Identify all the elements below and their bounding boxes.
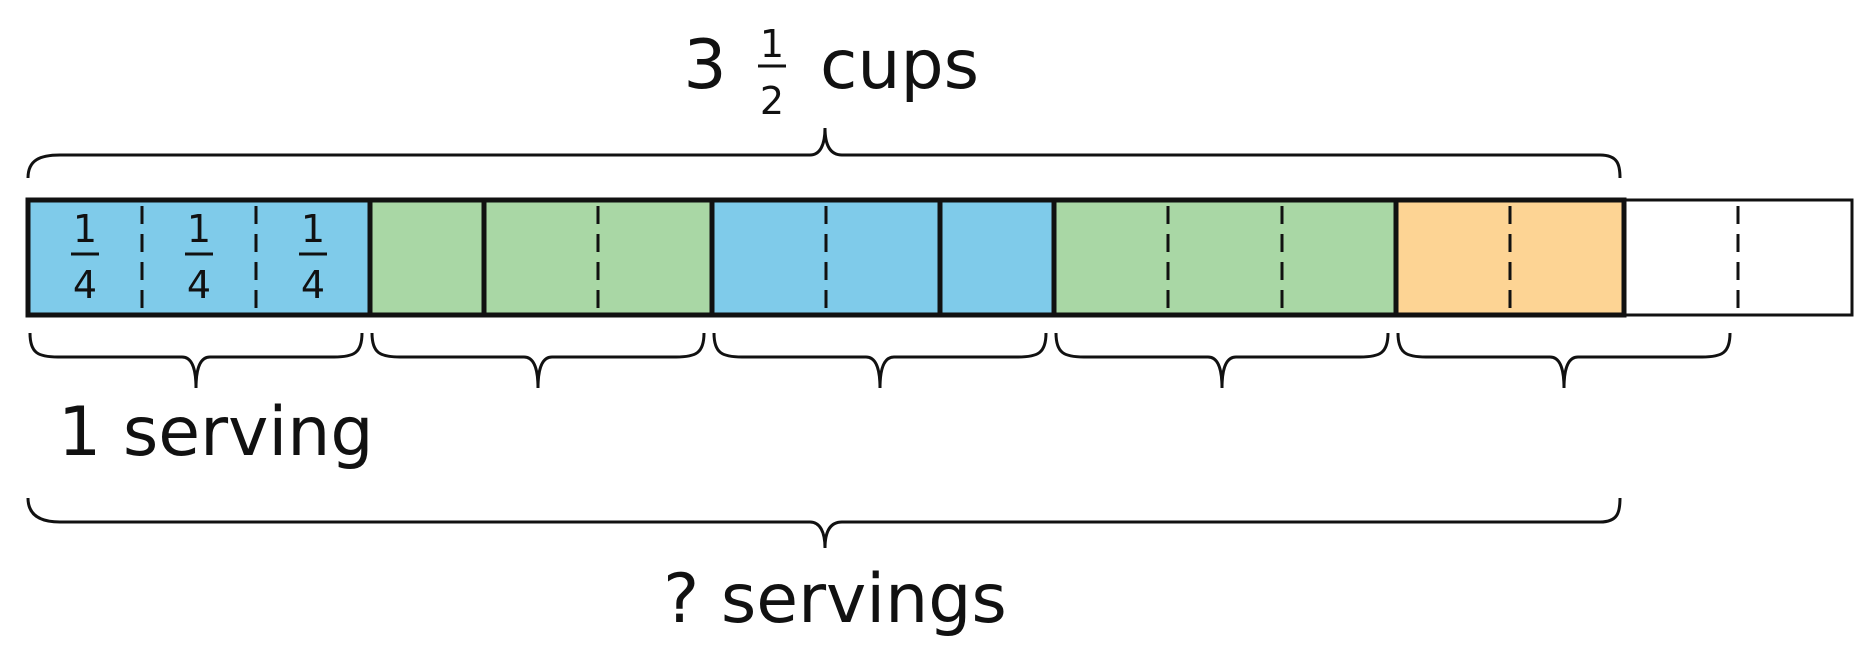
bar-cell [1510, 200, 1624, 315]
quarter-numerator: 1 [73, 207, 97, 251]
bar-cell [712, 200, 826, 315]
bar-cell [826, 200, 940, 315]
bar-cell [1168, 200, 1282, 315]
total-servings-brace [26, 497, 1622, 549]
bar-cell [256, 200, 370, 315]
serving-braces [28, 332, 1732, 389]
serving-brace [28, 332, 364, 389]
quarter-denominator: 4 [301, 263, 325, 307]
bar-cell [940, 200, 1054, 315]
total-cups-unit: cups [820, 26, 979, 105]
total-cups-label: 3 1 2 cups [683, 22, 979, 123]
serving-brace [1396, 332, 1732, 389]
bar-cell [370, 200, 484, 315]
bar-cell [598, 200, 712, 315]
quarter-numerator: 1 [187, 207, 211, 251]
one-serving-label: 1 serving [58, 393, 374, 472]
total-cups-whole: 3 [683, 26, 726, 105]
bar-cell [1624, 200, 1738, 315]
total-cups-denominator: 2 [760, 79, 784, 123]
bar-cell [1054, 200, 1168, 315]
quarter-denominator: 4 [187, 263, 211, 307]
bar-extension-outline [1622, 198, 1854, 317]
bar-cell [484, 200, 598, 315]
quarter-cup-labels: 1 4 1 4 1 4 [71, 207, 327, 307]
serving-brace [370, 332, 706, 389]
bar-cell [28, 200, 142, 315]
bar-cell [1282, 200, 1396, 315]
bar-cell [1396, 200, 1510, 315]
tape-bar [25, 197, 1854, 318]
total-cups-brace [26, 127, 1622, 179]
bar-cell [142, 200, 256, 315]
quarter-numerator: 1 [301, 207, 325, 251]
quarter-denominator: 4 [73, 263, 97, 307]
serving-brace [712, 332, 1048, 389]
serving-brace [1054, 332, 1390, 389]
total-servings-label: ? servings [663, 560, 1007, 639]
bar-cell [1738, 200, 1852, 315]
total-cups-numerator: 1 [760, 22, 784, 66]
